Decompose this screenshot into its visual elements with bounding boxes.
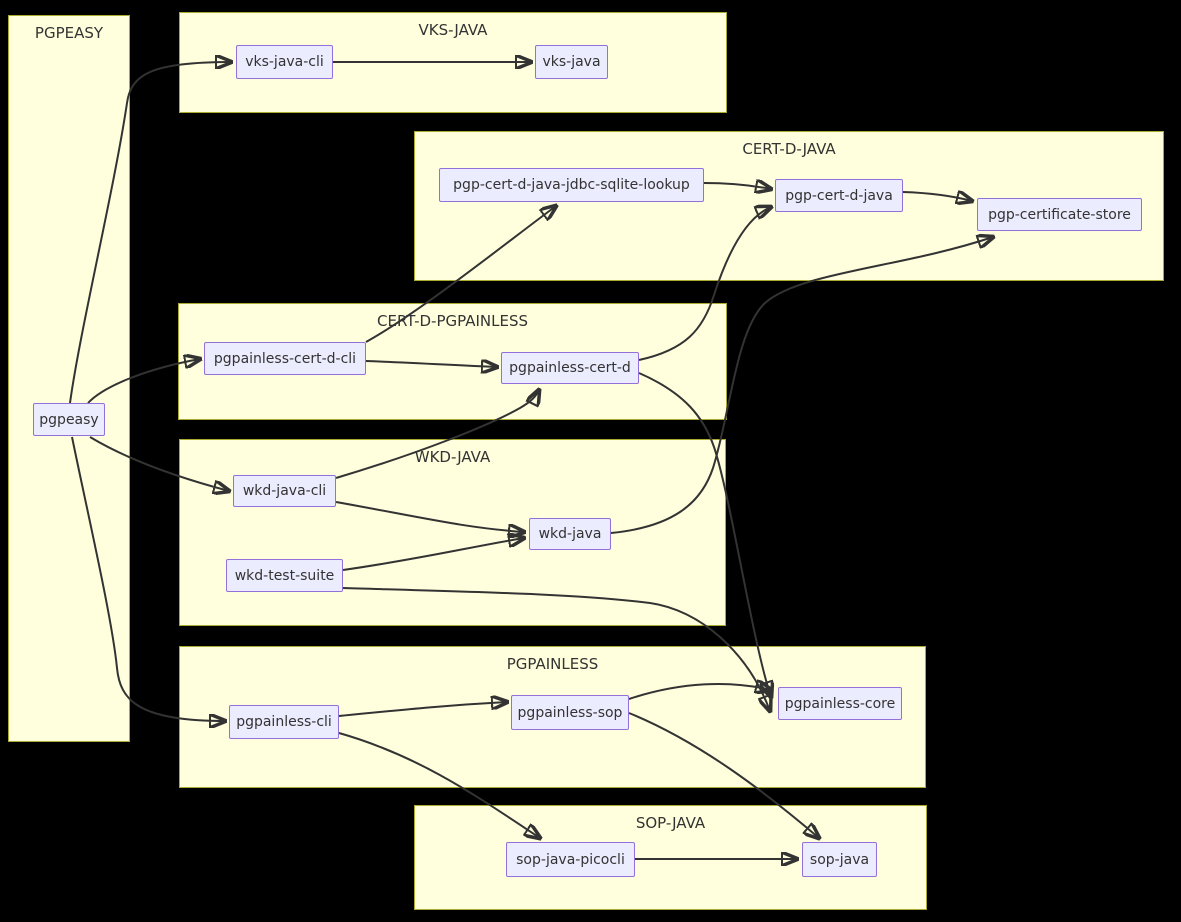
node-pgpainless-cert-d: pgpainless-cert-d xyxy=(501,352,639,384)
node-sop-java-picocli: sop-java-picocli xyxy=(506,842,635,877)
node-pgp-certificate-store: pgp-certificate-store xyxy=(977,198,1142,231)
cluster-pgpeasy-title: PGPEASY xyxy=(34,24,104,42)
node-pgpainless-core: pgpainless-core xyxy=(778,687,902,720)
cluster-pgpeasy: PGPEASY xyxy=(8,15,130,742)
cluster-pgpainless-title: PGPAINLESS xyxy=(506,655,599,673)
node-pgp-cert-d-java-jdbc-sqlite-lookup: pgp-cert-d-java-jdbc-sqlite-lookup xyxy=(439,168,704,202)
node-pgpainless-cli: pgpainless-cli xyxy=(229,705,339,739)
node-vks-java-cli: vks-java-cli xyxy=(236,45,333,79)
cluster-wkd-java-title: WKD-JAVA xyxy=(414,448,491,466)
cluster-vks-java-title: VKS-JAVA xyxy=(418,21,488,39)
node-pgpeasy: pgpeasy xyxy=(33,403,105,436)
node-wkd-java: wkd-java xyxy=(529,518,611,550)
node-pgpainless-sop: pgpainless-sop xyxy=(511,695,629,730)
node-pgp-cert-d-java: pgp-cert-d-java xyxy=(775,179,903,212)
node-wkd-test-suite: wkd-test-suite xyxy=(226,559,343,592)
cluster-wkd-java: WKD-JAVA xyxy=(179,439,726,626)
node-sop-java: sop-java xyxy=(802,842,877,877)
cluster-cert-d-pgpainless-title: CERT-D-PGPAINLESS xyxy=(377,312,528,330)
node-vks-java: vks-java xyxy=(535,45,608,79)
node-wkd-java-cli: wkd-java-cli xyxy=(233,475,336,507)
cluster-cert-d-java-title: CERT-D-JAVA xyxy=(742,140,836,158)
cluster-sop-java-title: SOP-JAVA xyxy=(635,814,706,832)
node-pgpainless-cert-d-cli: pgpainless-cert-d-cli xyxy=(204,342,366,375)
